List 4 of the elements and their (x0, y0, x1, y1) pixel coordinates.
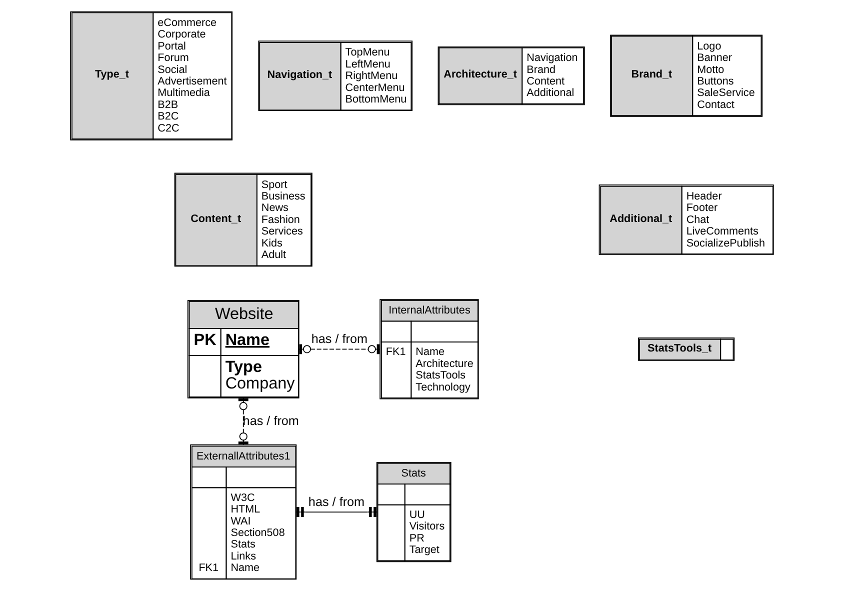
edge-label: has / from (308, 494, 365, 509)
edge-label: has / from (242, 414, 299, 428)
connector (296, 507, 378, 517)
edge-label: has / from (311, 332, 368, 346)
